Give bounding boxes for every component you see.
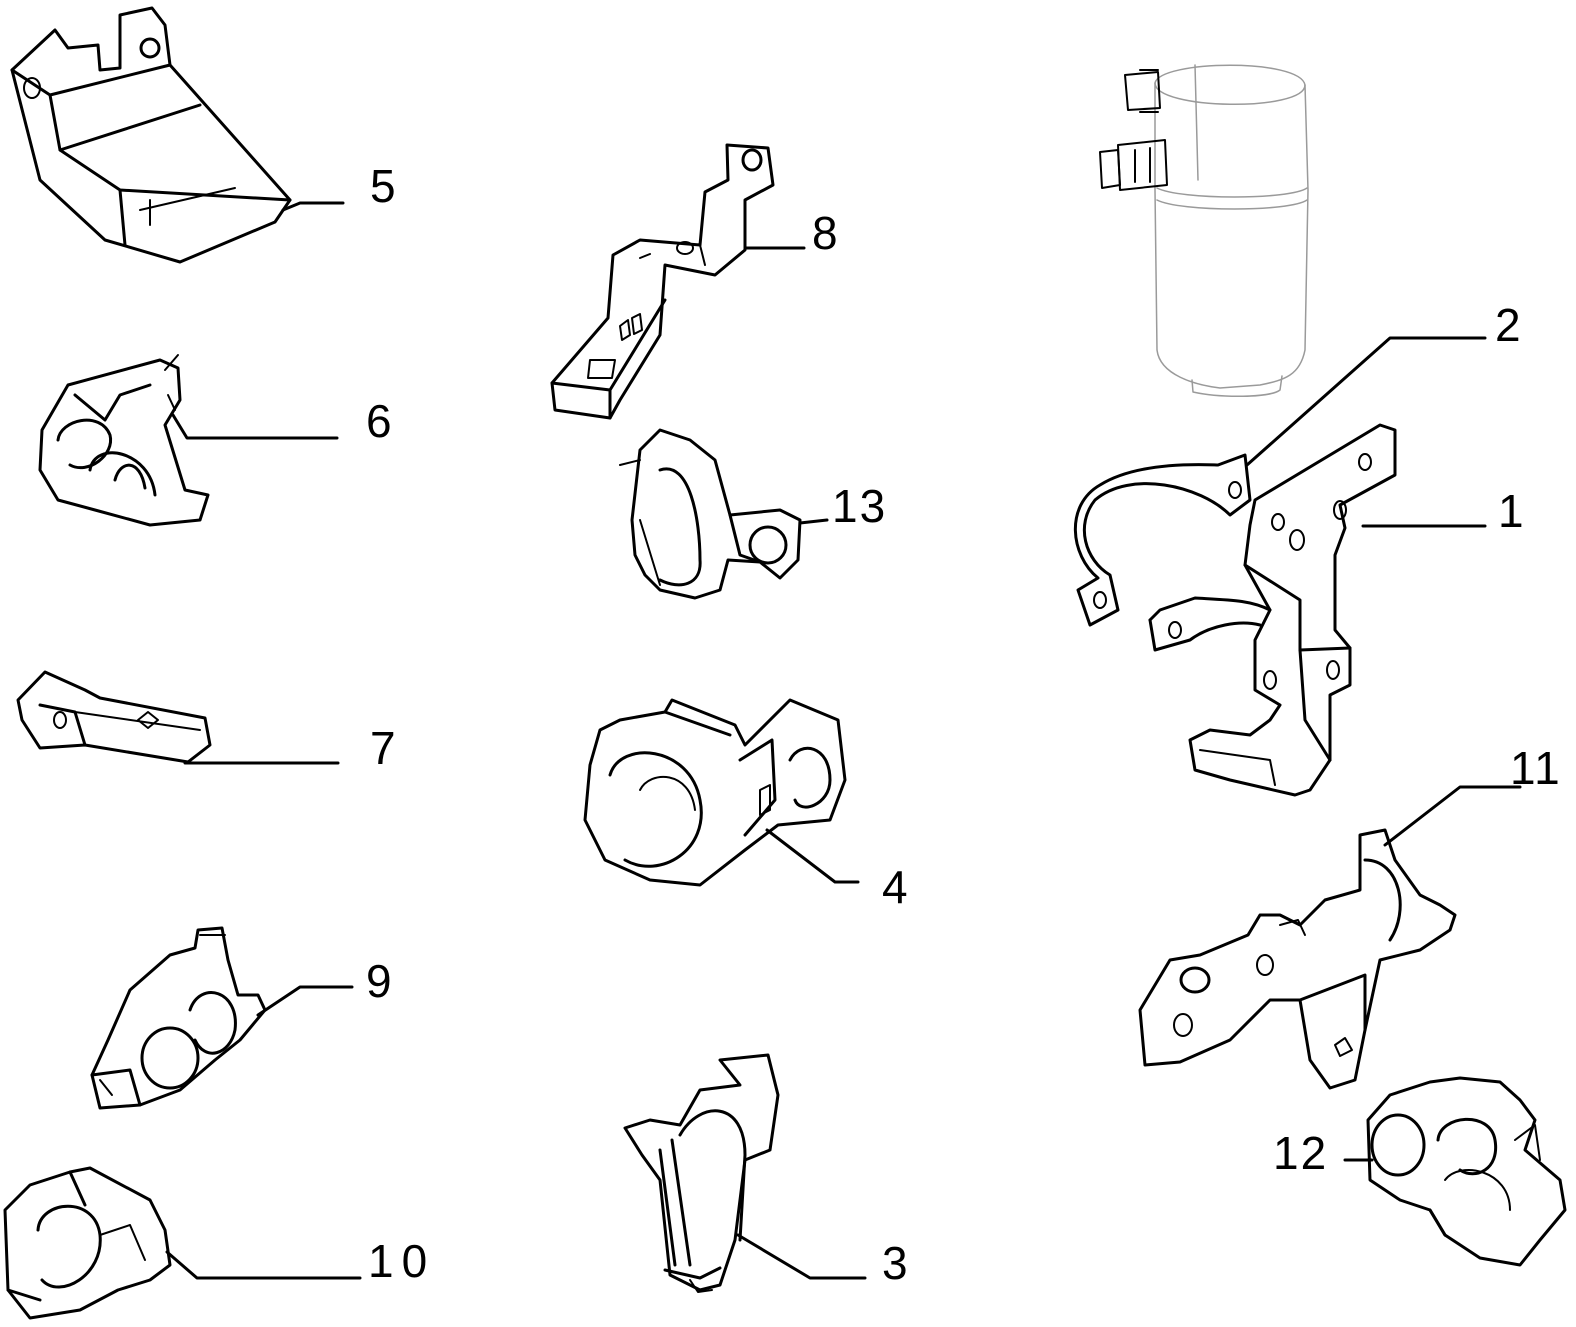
receiver-drier-cylinder-icon	[1099, 64, 1309, 397]
callout-10: 10	[368, 1235, 436, 1287]
callout-7: 7	[370, 722, 396, 774]
support-bracket-icon	[550, 143, 775, 420]
mounting-bracket-icon	[1148, 423, 1397, 797]
callout-12: 12	[1273, 1127, 1329, 1179]
callout-11: 11	[1510, 742, 1562, 794]
callout-1: 1	[1498, 485, 1524, 537]
flat-plate-bracket-icon	[16, 670, 212, 764]
callout-4: 4	[882, 861, 908, 913]
callout-8: 8	[812, 207, 838, 259]
clip-block-icon	[3, 1166, 172, 1320]
callout-5: 5	[370, 160, 396, 212]
protective-cover-icon	[10, 6, 292, 264]
bracket-with-clip-icon	[1138, 828, 1457, 1090]
double-pipe-clip-icon	[583, 698, 847, 887]
callout-2: 2	[1495, 299, 1521, 351]
callout-6: 6	[366, 395, 392, 447]
strap-clip-icon	[619, 428, 802, 600]
callout-13: 13	[832, 480, 888, 532]
callout-9: 9	[366, 955, 392, 1007]
band-clamp-icon	[1073, 453, 1252, 627]
callout-3: 3	[882, 1237, 908, 1289]
pipe-retainer-icon	[38, 354, 210, 527]
twin-pipe-clip-icon	[90, 926, 267, 1110]
pipe-clip-icon	[623, 1053, 780, 1293]
twin-pipe-holder-icon	[1366, 1076, 1567, 1267]
